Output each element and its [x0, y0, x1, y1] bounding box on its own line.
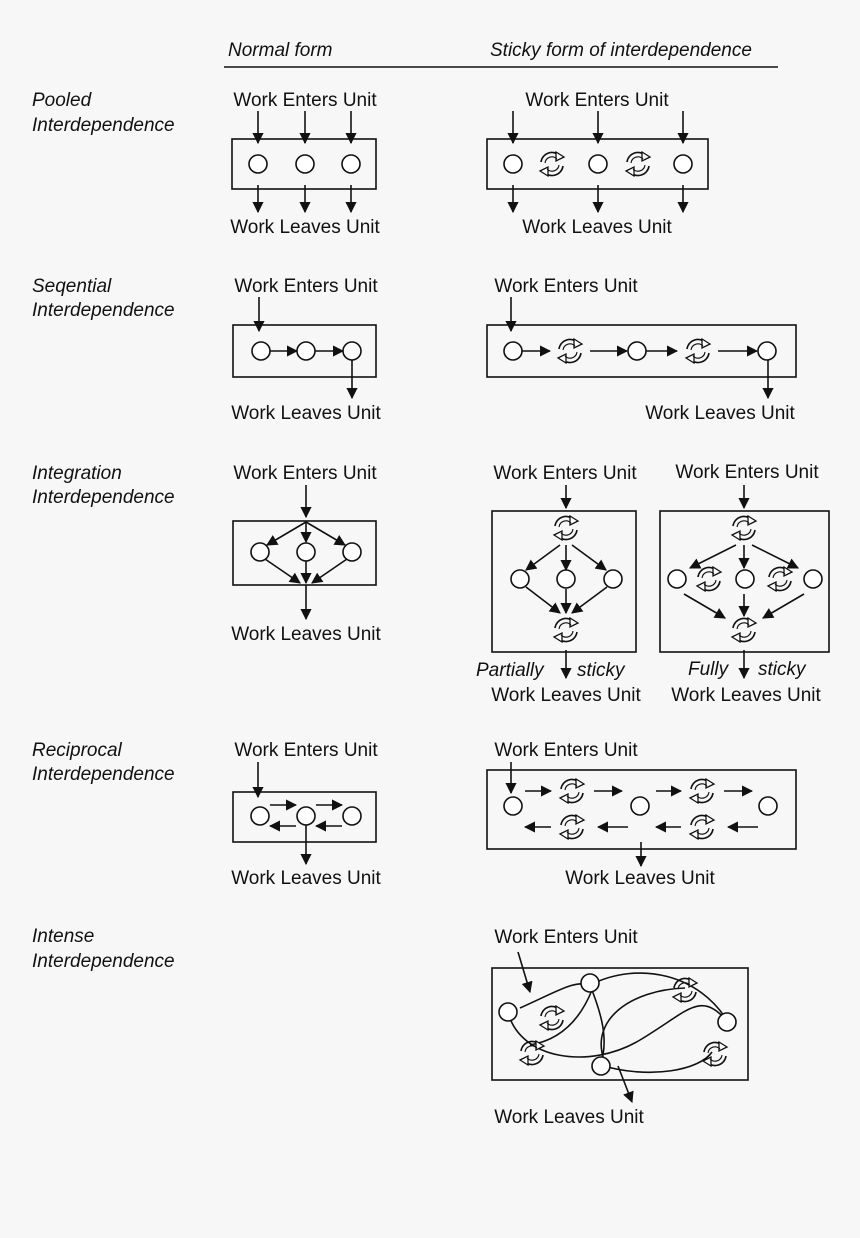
integration-partial-leaves: Work Leaves Unit [491, 685, 641, 706]
fully-label: Fully [688, 659, 730, 680]
reciprocal-sticky [486, 762, 797, 868]
pooled-normal-enters: Work Enters Unit [233, 90, 377, 111]
integration-normal-leaves: Work Leaves Unit [231, 624, 381, 645]
fully-sticky-label: sticky [758, 659, 807, 680]
row-label-sequential: Seqential [32, 276, 112, 297]
sequential-sticky-enters: Work Enters Unit [494, 276, 638, 297]
row-label-intense-2: Interdependence [32, 951, 175, 972]
reciprocal-normal-enters: Work Enters Unit [234, 740, 378, 761]
pooled-normal-leaves: Work Leaves Unit [230, 217, 380, 238]
sequential-normal-enters: Work Enters Unit [234, 276, 378, 297]
integration-fully-sticky [659, 485, 830, 680]
sequential-normal [232, 297, 377, 400]
intense-sticky [491, 951, 749, 1104]
row-label-pooled-2: Interdependence [32, 115, 175, 136]
sequential-sticky [486, 297, 797, 400]
reciprocal-normal-leaves: Work Leaves Unit [231, 868, 381, 889]
partially-sticky-label: sticky [577, 660, 626, 681]
row-label-reciprocal-2: Interdependence [32, 764, 175, 785]
reciprocal-normal [232, 762, 377, 866]
row-label-pooled: Pooled [32, 90, 93, 111]
integration-normal-enters: Work Enters Unit [233, 463, 377, 484]
row-label-integration: Integration [32, 463, 122, 484]
reciprocal-sticky-leaves: Work Leaves Unit [565, 868, 715, 889]
integration-partially-sticky [491, 485, 637, 680]
reciprocal-sticky-enters: Work Enters Unit [494, 740, 638, 761]
integration-partial-enters: Work Enters Unit [493, 463, 637, 484]
intense-enters: Work Enters Unit [494, 927, 638, 948]
partially-label: Partially [476, 660, 545, 681]
pooled-sticky [486, 111, 709, 214]
row-label-sequential-2: Interdependence [32, 300, 175, 321]
row-label-intense: Intense [32, 926, 94, 947]
header-sticky-form: Sticky form of interdependence [490, 40, 752, 61]
pooled-sticky-leaves: Work Leaves Unit [522, 217, 672, 238]
sequential-normal-leaves: Work Leaves Unit [231, 403, 381, 424]
pooled-sticky-enters: Work Enters Unit [525, 90, 669, 111]
pooled-normal [231, 111, 377, 214]
integration-fully-leaves: Work Leaves Unit [671, 685, 821, 706]
header-normal-form: Normal form [228, 40, 333, 61]
integration-normal [232, 485, 377, 621]
sequential-sticky-leaves: Work Leaves Unit [645, 403, 795, 424]
intense-leaves: Work Leaves Unit [494, 1107, 644, 1128]
integration-fully-enters: Work Enters Unit [675, 462, 819, 483]
row-label-reciprocal: Reciprocal [32, 740, 123, 761]
row-label-integration-2: Interdependence [32, 487, 175, 508]
